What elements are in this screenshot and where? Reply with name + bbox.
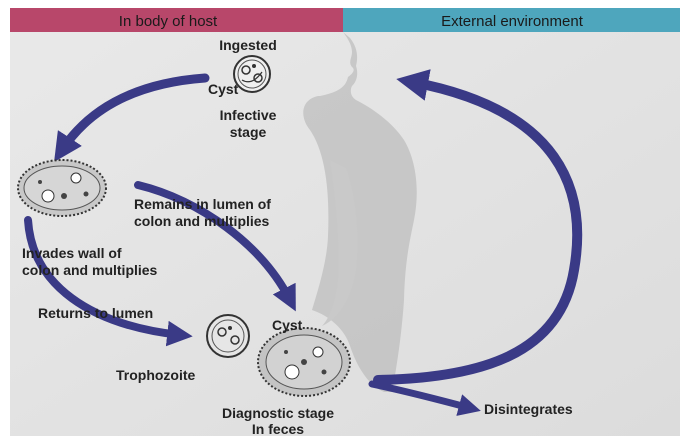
returns-to-lumen-label: Returns to lumen: [38, 305, 153, 321]
trophozoite-icon: [258, 328, 350, 396]
environment-header-label: External environment: [441, 13, 584, 30]
infective-stage-label-line2: stage: [230, 124, 267, 140]
ingested-label: Ingested: [219, 37, 277, 53]
trophozoite-label: Trophozoite: [116, 367, 196, 383]
invades-wall-label-line2: colon and multiplies: [22, 262, 158, 278]
trophozoite-in-colon-icon: [18, 160, 106, 216]
remains-in-lumen-label-line1: Remains in lumen of: [134, 196, 271, 212]
infective-cyst-icon: [234, 56, 270, 92]
cyst-bottom-label: Cyst: [272, 317, 303, 333]
remains-in-lumen-label-line2: colon and multiplies: [134, 213, 270, 229]
cyst-in-feces-icon: [207, 315, 249, 357]
cyst-top-label: Cyst: [208, 81, 239, 97]
infective-stage-label-line1: Infective: [220, 107, 277, 123]
host-header-label: In body of host: [119, 13, 218, 30]
diagnostic-stage-label-line2: In feces: [252, 421, 304, 437]
diagnostic-stage-label-line1: Diagnostic stage: [222, 405, 334, 421]
disintegrates-label: Disintegrates: [484, 401, 573, 417]
invades-wall-label-line1: Invades wall of: [22, 245, 122, 261]
